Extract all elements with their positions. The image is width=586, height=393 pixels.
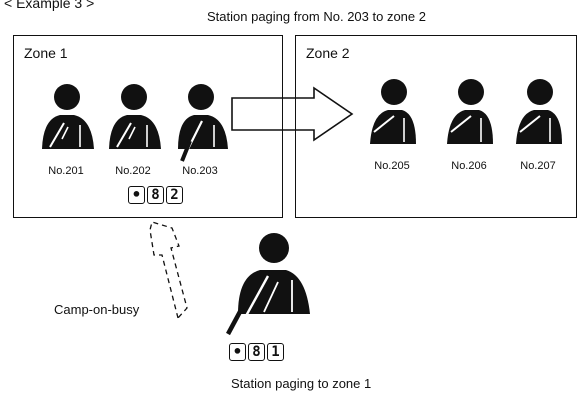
camp-on-busy-arrow — [149, 221, 188, 320]
station-202: No.202 — [101, 81, 165, 181]
station-label: No.205 — [374, 160, 410, 172]
zone-1-title: Zone 1 — [24, 45, 68, 61]
person-icon — [109, 84, 161, 149]
person-icon — [42, 84, 94, 149]
station-label: No.202 — [115, 165, 151, 177]
top-caption: Station paging from No. 203 to zone 2 — [207, 9, 426, 24]
dial-keys-caller: • 8 1 — [229, 343, 284, 361]
station-label: No.201 — [48, 165, 84, 177]
station-203: No.203 — [168, 81, 232, 181]
station-201: No.201 — [34, 81, 98, 181]
zone-1-box: Zone 1 No.201 No.202 No.203 — [13, 35, 283, 218]
station-207: No.207 — [506, 76, 570, 176]
key-dot: • — [128, 186, 145, 204]
station-206: No.206 — [437, 76, 501, 176]
key-dot: • — [229, 343, 246, 361]
person-listening-icon — [370, 79, 416, 144]
zone-2-box: Zone 2 No.205 No.206 No.207 — [295, 35, 577, 218]
station-label: No.203 — [182, 165, 218, 177]
zone-2-title: Zone 2 — [306, 45, 350, 61]
person-with-handset-icon — [178, 84, 228, 162]
station-label: No.206 — [451, 160, 487, 172]
dial-keys-zone1: • 8 2 — [128, 186, 183, 204]
key-8: 8 — [248, 343, 265, 361]
station-label: No.207 — [520, 160, 556, 172]
key-2: 2 — [166, 186, 183, 204]
paging-arrow — [231, 86, 354, 142]
key-8: 8 — [147, 186, 164, 204]
camp-on-busy-label: Camp-on-busy — [54, 302, 140, 317]
station-205: No.205 — [360, 76, 424, 176]
bottom-caption: Station paging to zone 1 — [231, 376, 372, 391]
person-listening-icon — [516, 79, 562, 144]
key-1: 1 — [267, 343, 284, 361]
person-listening-icon — [447, 79, 493, 144]
person-with-handset-icon — [226, 233, 310, 336]
example-label: < Example 3 > — [4, 0, 95, 11]
caller-station — [220, 230, 320, 340]
